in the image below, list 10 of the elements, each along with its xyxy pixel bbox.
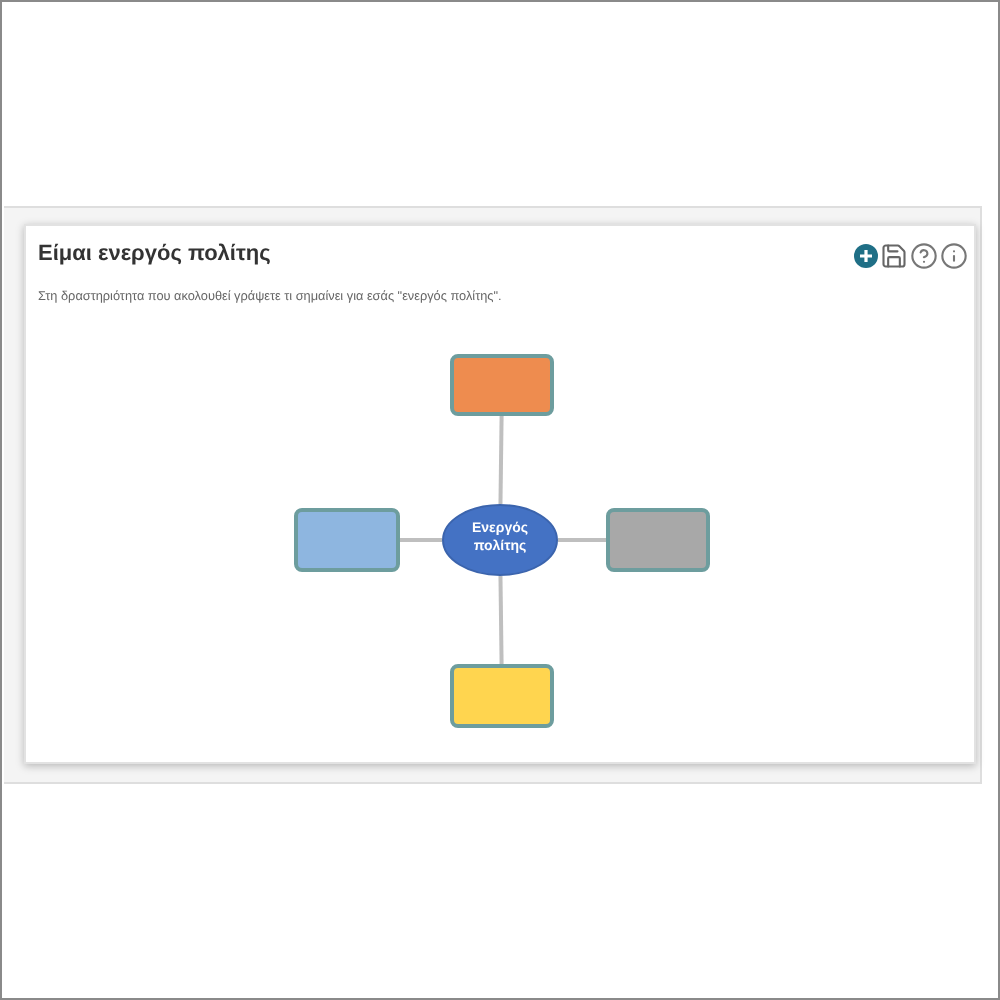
connector-line — [400, 538, 442, 542]
connector-line — [498, 415, 504, 505]
card-title: Είμαι ενεργός πολίτης — [38, 242, 271, 266]
ellipse-node — [442, 504, 558, 576]
rounded-box — [450, 664, 554, 728]
rounded-box — [450, 354, 554, 416]
rounded-box — [294, 508, 400, 572]
connector-line — [558, 538, 606, 542]
connector-line — [498, 575, 504, 665]
rounded-box — [606, 508, 710, 572]
